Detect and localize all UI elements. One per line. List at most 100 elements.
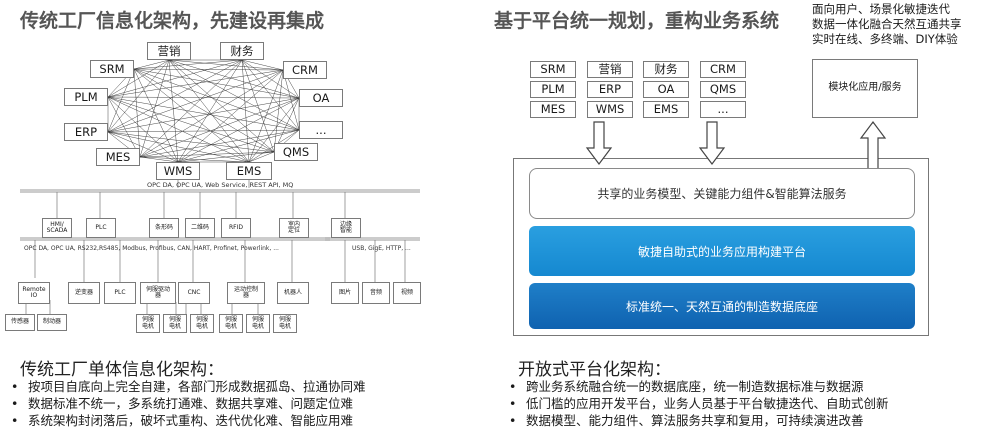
node-finance: 财务: [220, 42, 264, 60]
device-servo-motor-5: 伺服 电机: [246, 314, 270, 333]
system-plm: PLM: [530, 81, 576, 98]
mesh-link: [139, 97, 300, 158]
mesh-link: [139, 59, 243, 158]
mesh-link: [133, 68, 179, 163]
device-servo-motor-2: 伺服 电机: [163, 314, 187, 333]
mesh-link: [248, 97, 300, 163]
device-barcode: 条形码: [149, 218, 179, 238]
right-bullet: 数据模型、能力组件、算法服务共享和复用，可持续演进改善: [506, 412, 889, 429]
mesh-link: [177, 69, 284, 163]
mesh-link: [107, 69, 284, 98]
device-audio: 音频: [362, 282, 390, 304]
node-oa: OA: [299, 89, 343, 107]
mesh-link: [133, 68, 141, 158]
node-crm: CRM: [283, 61, 327, 79]
device-servo-motor-3: 伺服 电机: [190, 314, 214, 333]
flow-arrows: [585, 121, 887, 171]
left-bullet-list: 按项目自底向上完全自建，各部门形成数据孤岛、拉通协同难 数据标准不统一，多系统打…: [8, 378, 366, 429]
bus-protocols-lower: OPC DA, OPC UA, RS232,RS485, Modbus, Pro…: [24, 245, 279, 252]
mesh-link: [248, 151, 275, 163]
mesh-link: [133, 59, 243, 70]
mesh-link: [139, 151, 275, 158]
benefit-line: 实时在线、多终端、DIY体验: [812, 32, 958, 46]
mesh-link: [273, 69, 284, 153]
device-servo-motor-4: 伺服 电机: [219, 314, 243, 333]
node-mes: MES: [96, 148, 140, 166]
mesh-link: [168, 59, 179, 163]
mesh-link: [107, 97, 300, 133]
device-plc-top: PLC: [86, 218, 116, 238]
device-remote-io: Remote IO: [18, 282, 50, 304]
right-bullet-list: 跨业务系统融合统一的数据底座，统一制造数据标准与数据源 低门槛的应用开发平台，业…: [506, 378, 889, 429]
platform-benefits: 面向用户、场景化敏捷迭代 数据一体化融合天然互通共享 实时在线、多终端、DIY体…: [812, 2, 962, 47]
right-heading: 开放式平台化架构：: [518, 360, 671, 380]
right-bullet: 低门槛的应用开发平台，业务人员基于平台敏捷迭代、自助式创新: [506, 395, 889, 412]
device-servo-motor-6: 伺服 电机: [273, 314, 297, 333]
mesh-link: [177, 129, 300, 163]
node-ems: EMS: [226, 162, 272, 180]
mesh-link: [177, 59, 243, 163]
device-video: 视频: [393, 282, 421, 304]
hardware-connectors: [20, 180, 420, 314]
benefit-line: 数据一体化融合天然互通共享: [812, 17, 962, 31]
system-qms: QMS: [700, 81, 746, 98]
system-wms: WMS: [587, 101, 633, 118]
device-hmi-scada: HMI/ SCADA: [42, 218, 72, 238]
mesh-link: [139, 129, 300, 158]
mesh-link: [107, 96, 250, 163]
mesh-link: [282, 69, 300, 131]
up-arrow-icon: [859, 121, 887, 171]
mesh-link: [107, 59, 243, 133]
mesh-link: [248, 69, 284, 163]
mesh-link: [133, 68, 300, 131]
mesh-link: [139, 156, 179, 163]
mesh-link: [107, 96, 300, 99]
system-erp: ERP: [587, 81, 633, 98]
device-rfid: RFID: [221, 218, 251, 238]
mesh-link: [133, 68, 300, 99]
down-arrow-icon: [698, 121, 726, 165]
device-servo-motor-1: 伺服 电机: [136, 314, 160, 333]
mesh-link: [107, 59, 170, 133]
node-more: ...: [299, 121, 343, 139]
mesh-link: [139, 156, 250, 163]
mesh-link: [107, 59, 243, 98]
left-title: 传统工厂信息化架构，先建设再集成: [20, 10, 325, 32]
device-inverter: 逆变器: [68, 282, 100, 304]
left-bullet: 数据标准不统一，多系统打通难、数据共享难、问题定位难: [8, 395, 366, 412]
right-bullet: 跨业务系统融合统一的数据底座，统一制造数据标准与数据源: [506, 378, 889, 395]
left-bullet: 系统架构封闭落后，破坏式重构、迭代优化难、智能应用难: [8, 412, 366, 429]
mesh-link: [107, 69, 284, 133]
device-sensor: 传感器: [5, 314, 35, 331]
system-srm: SRM: [530, 61, 576, 78]
system-marketing: 营销: [587, 61, 633, 78]
module-app-service-box: 模块化应用/服务: [812, 59, 918, 118]
right-title: 基于平台统一规划，重构业务系统: [494, 10, 780, 32]
system-more: ...: [700, 101, 746, 118]
system-mes: MES: [530, 101, 576, 118]
benefit-line: 面向用户、场景化敏捷迭代: [812, 2, 950, 16]
mesh-link: [107, 129, 300, 133]
node-srm: SRM: [90, 60, 134, 78]
down-arrow-icon: [585, 121, 613, 165]
mesh-link: [133, 68, 284, 71]
device-edge-intelligence: 边缘 智能: [331, 218, 361, 238]
left-bullet: 按项目自底向上完全自建，各部门形成数据孤岛、拉通协同难: [8, 378, 366, 395]
mesh-link: [241, 59, 284, 71]
node-marketing: 营销: [147, 42, 191, 60]
device-motion-controller: 运动控制 器: [227, 282, 265, 304]
mesh-link: [168, 59, 250, 163]
mesh-link: [107, 96, 300, 131]
device-robot: 机器人: [277, 282, 309, 304]
mesh-link: [107, 68, 135, 133]
mesh-link: [177, 151, 275, 163]
system-ems: EMS: [643, 101, 689, 118]
mesh-link: [168, 59, 300, 99]
left-heading: 传统工厂单体信息化架构：: [20, 360, 224, 380]
node-plm: PLM: [64, 88, 108, 106]
layer-shared-models: 共享的业务模型、关键能力组件&智能算法服务: [529, 168, 915, 219]
layer-data-foundation: 标准统一、天然互通的制造数据底座: [529, 283, 915, 329]
layer-app-platform: 敏捷自助式的业务应用构建平台: [529, 226, 915, 276]
mesh-link: [133, 59, 170, 70]
mesh-link: [107, 131, 179, 163]
